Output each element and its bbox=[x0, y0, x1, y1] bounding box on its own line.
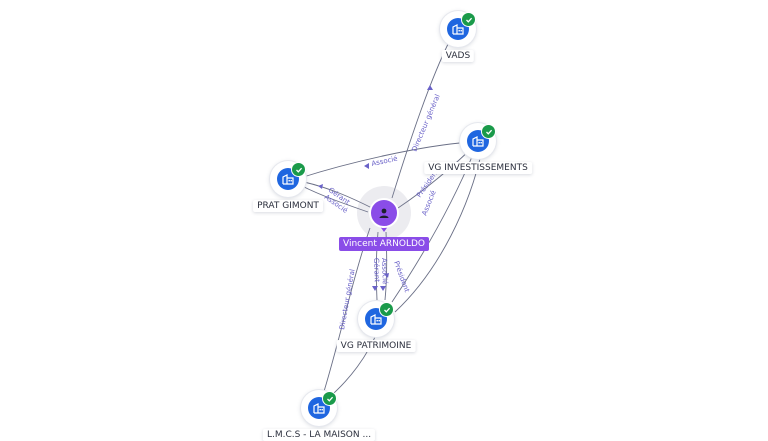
edge-label-vgpat-gerant: Gérant bbox=[372, 258, 381, 283]
pin-tip bbox=[379, 225, 389, 232]
person-name: Vincent ARNOLDO bbox=[339, 237, 429, 251]
arrow-prat-gerant bbox=[318, 184, 323, 189]
edge-vincent-prat-gerant bbox=[303, 181, 373, 209]
verified-check-icon bbox=[481, 124, 496, 139]
edge-label-vgpat-associe: Associé bbox=[380, 258, 389, 285]
edge-label-vads: Directeur général bbox=[410, 93, 441, 153]
company-name: PRAT GIMONT bbox=[253, 200, 323, 212]
edge-vincent-vads bbox=[391, 39, 451, 199]
verified-check-icon bbox=[461, 12, 476, 27]
company-name: L.M.C.S - LA MAISON ... bbox=[262, 429, 376, 441]
verified-check-icon bbox=[379, 302, 394, 317]
arrow-vgpat-2 bbox=[380, 286, 386, 291]
company-name: VADS bbox=[441, 50, 475, 62]
person-icon bbox=[369, 198, 399, 228]
arrow-vgpat-3 bbox=[384, 273, 389, 278]
verified-check-icon bbox=[291, 162, 306, 177]
arrow-vgpat-1 bbox=[372, 286, 378, 291]
edge-label-vginv-prat: Associé bbox=[371, 155, 399, 168]
edge-vincent-prat-associe bbox=[301, 185, 369, 213]
verified-check-icon bbox=[322, 391, 337, 406]
arrow-prat-associe bbox=[364, 163, 369, 169]
edge-label-lmcs: Directeur général bbox=[338, 268, 357, 330]
company-name: VG INVESTISSEMENTS bbox=[424, 162, 532, 174]
edge-vginv-prat bbox=[299, 141, 471, 179]
arrow-vads bbox=[427, 85, 433, 90]
company-name: VG PATRIMOINE bbox=[336, 340, 416, 352]
